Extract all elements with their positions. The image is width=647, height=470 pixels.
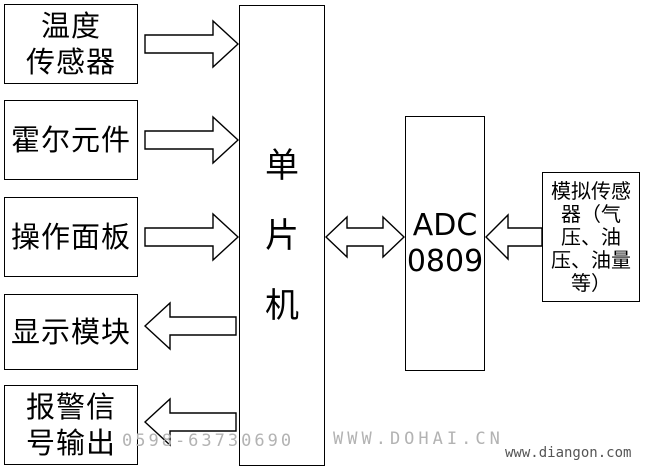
arrow-left-icon — [143, 397, 237, 447]
temperature-sensor-label: 温度 传感器 — [25, 9, 116, 79]
arrow-right-icon — [144, 212, 240, 262]
watermark-site1: WWW.DOHAI.CN — [333, 429, 504, 449]
mcu-block: 单 片 机 — [239, 5, 325, 466]
arrow-right-icon — [144, 19, 240, 69]
arrow-right-icon — [144, 115, 240, 165]
watermark-phone: 0598-63730690 — [122, 431, 295, 451]
hall-element-label: 霍尔元件 — [10, 123, 131, 157]
analog-sensor-label: 模拟传感 器（气 压、油 压、油量 等） — [551, 178, 631, 295]
alarm-output-label: 报警信 号输出 — [25, 390, 116, 460]
alarm-output-block: 报警信 号输出 — [4, 385, 138, 465]
arrow-left-icon — [143, 301, 237, 351]
mcu-label: 单 片 机 — [265, 145, 299, 326]
display-module-label: 显示模块 — [10, 315, 131, 349]
hall-element-block: 霍尔元件 — [4, 100, 138, 180]
adc-block: ADC 0809 — [405, 116, 485, 371]
temperature-sensor-block: 温度 传感器 — [4, 4, 138, 84]
display-module-block: 显示模块 — [4, 294, 138, 370]
arrow-left-icon — [485, 213, 543, 261]
operation-panel-block: 操作面板 — [4, 197, 138, 277]
operation-panel-label: 操作面板 — [10, 220, 131, 254]
analog-sensor-block: 模拟传感 器（气 压、油 压、油量 等） — [542, 172, 640, 302]
adc-label: ADC 0809 — [406, 207, 484, 279]
double-arrow-icon — [324, 215, 406, 259]
watermark-site2: www.diangon.com — [505, 445, 632, 461]
